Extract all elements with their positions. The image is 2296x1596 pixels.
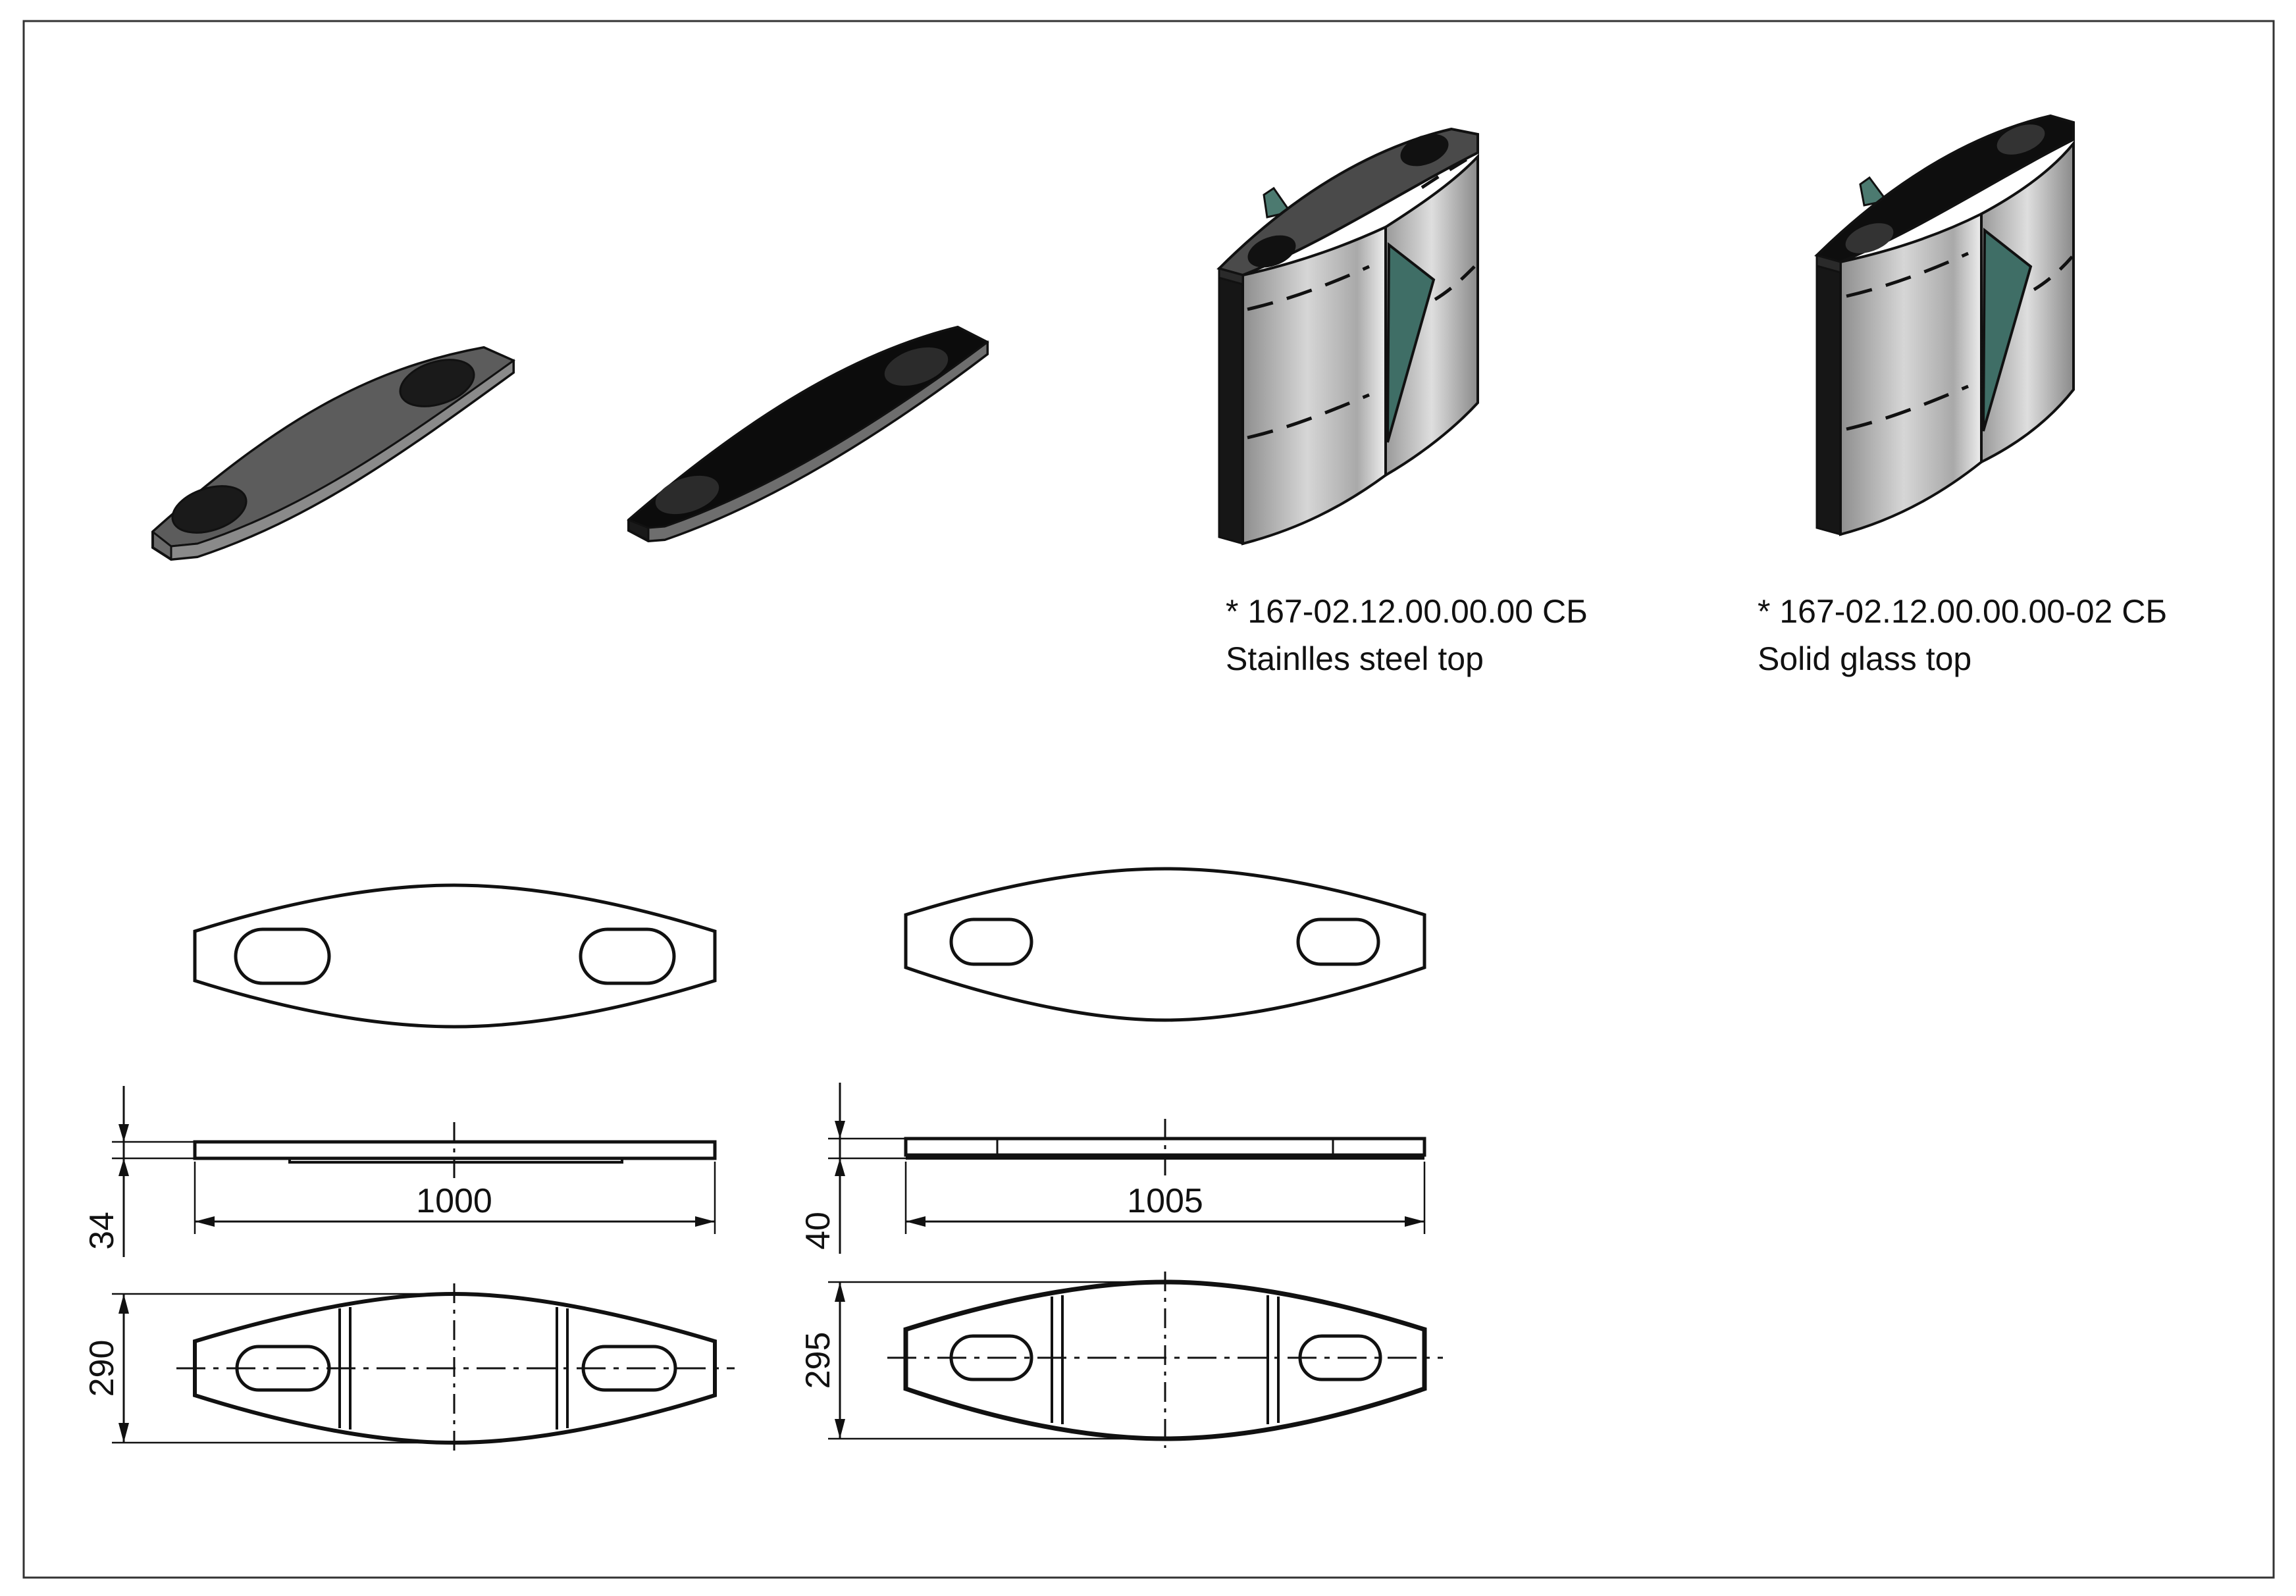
caption-steel-top-code: * 167-02.12.00.00.00 СБ — [1226, 593, 1588, 630]
caption-steel-top-description: Stainlles steel top — [1226, 640, 1484, 677]
plate-outline-right — [904, 867, 1426, 1022]
thickness-label-left: 34 — [83, 1212, 121, 1250]
cabinet-steel-top-3d — [1216, 127, 1479, 546]
side-view-right — [828, 1083, 1426, 1254]
side-view-left — [112, 1086, 717, 1257]
cabinet-glass-top-3d — [1814, 114, 2075, 536]
sheet-frame — [22, 20, 2275, 1579]
length-label-right: 1005 — [1127, 1182, 1203, 1220]
caption-glass-top-description: Solid glass top — [1758, 640, 1972, 677]
width-label-right: 295 — [799, 1332, 837, 1389]
plate-outline-left — [193, 883, 717, 1029]
bottom-view-left — [112, 1283, 735, 1451]
steel-top-plate-3d — [151, 346, 516, 561]
caption-steel-top: * 167-02.12.00.00.00 СБ Stainlles steel … — [1226, 588, 1588, 682]
glass-top-plate-3d — [627, 325, 989, 543]
length-label-left: 1000 — [416, 1182, 492, 1220]
caption-glass-top: * 167-02.12.00.00.00-02 СБ Solid glass t… — [1758, 588, 2167, 682]
caption-glass-top-code: * 167-02.12.00.00.00-02 СБ — [1758, 593, 2168, 630]
bottom-view-right — [828, 1272, 1443, 1448]
width-label-left: 290 — [83, 1340, 121, 1397]
thickness-label-right: 40 — [799, 1212, 837, 1250]
